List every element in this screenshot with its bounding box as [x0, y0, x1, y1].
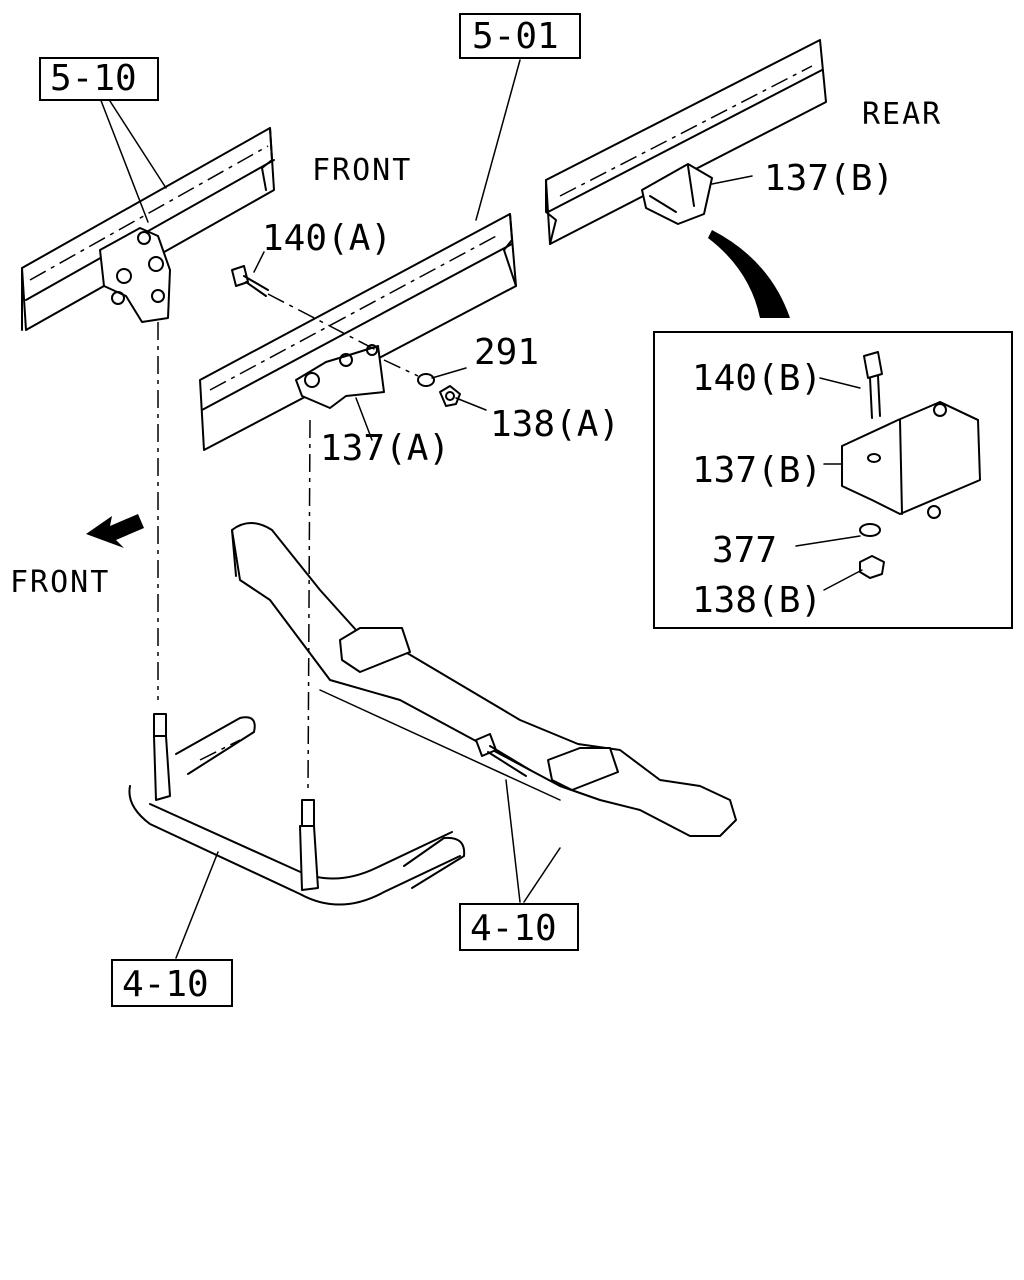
label-front-left: FRONT	[10, 565, 110, 600]
rear-frame-rail	[545, 39, 827, 245]
curved-arrow-icon	[708, 230, 790, 318]
ref-box-5-01: 5-01	[459, 13, 581, 59]
bracket-137b-on-frame	[641, 163, 713, 225]
front-axle	[231, 522, 737, 837]
part-label-137b: 137(B)	[764, 158, 894, 199]
middle-frame-rail	[199, 213, 517, 451]
part-label-138a: 138(A)	[490, 404, 620, 445]
part-label-291: 291	[474, 332, 539, 373]
ref-label-5-10: 5-10	[50, 58, 137, 99]
part-label-137a: 137(A)	[320, 428, 450, 469]
detail-label-140b: 140(B)	[692, 358, 822, 399]
detail-label-377: 377	[712, 530, 777, 571]
stabilizer-bar	[128, 713, 466, 906]
nut-138a	[439, 385, 461, 407]
detail-label-138b: 138(B)	[692, 580, 822, 621]
part-label-140a: 140(A)	[262, 218, 392, 259]
label-rear: REAR	[862, 97, 942, 132]
ref-box-4-10-left: 4-10	[111, 959, 233, 1007]
detail-label-137b: 137(B)	[692, 450, 822, 491]
left-frame-bracket	[99, 227, 171, 323]
ref-label-5-01: 5-01	[472, 16, 559, 57]
ref-box-4-10-right: 4-10	[459, 903, 579, 951]
left-frame-rail	[21, 127, 275, 331]
bolt-140a	[231, 265, 381, 353]
axle-bolt	[475, 733, 531, 777]
ref-box-5-10: 5-10	[39, 57, 159, 101]
bracket-137a	[295, 344, 385, 409]
washer-291	[383, 359, 435, 387]
ref-label-4-10-left: 4-10	[122, 964, 209, 1005]
ref-label-4-10-right: 4-10	[470, 908, 557, 949]
label-front-top: FRONT	[312, 153, 412, 188]
arrow-left-down-icon	[86, 514, 144, 548]
leader-lines	[99, 59, 863, 959]
